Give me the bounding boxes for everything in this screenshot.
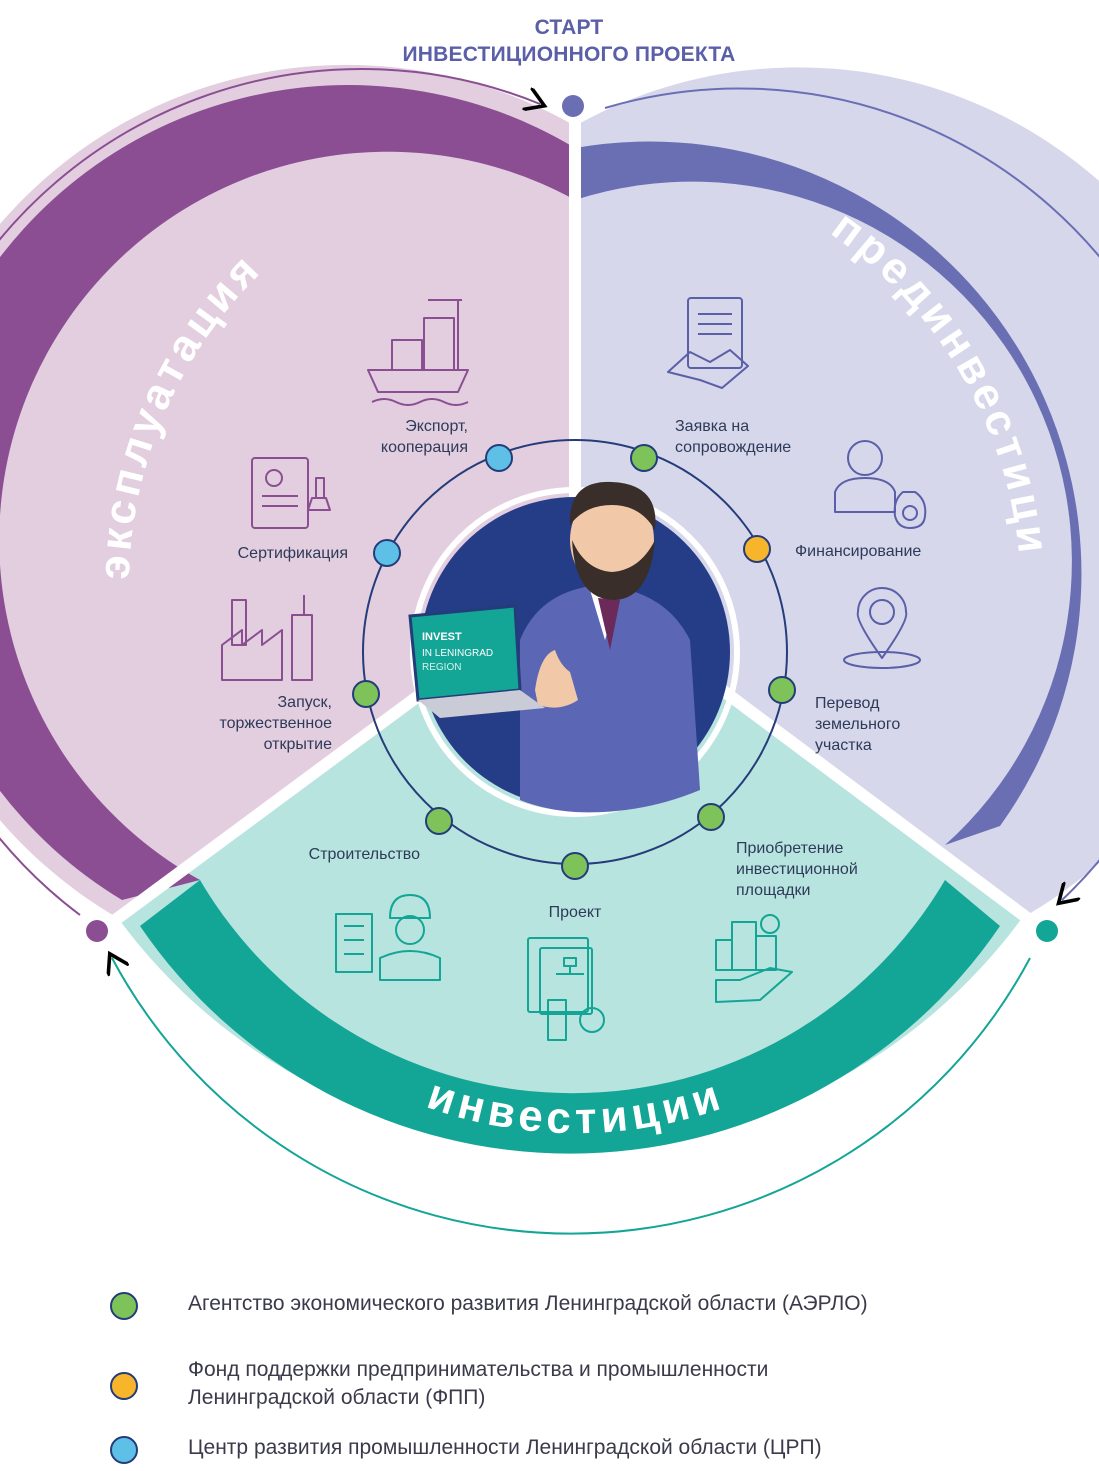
operation-sector-bg [0,64,575,918]
title-line-2: ИНВЕСТИЦИОННОГО ПРОЕКТА [402,43,736,66]
investor-money-bag-icon [834,440,927,529]
marker-application [630,444,658,472]
legend-dot-orange [110,1372,138,1400]
factory-launch-icon [221,595,313,681]
step-financing-label: Финансирование [795,543,922,560]
diagram-title: СТАРТ ИНВЕСТИЦИОННОГО ПРОЕКТА [0,14,1099,68]
step-site-acquisition-label: Приобретение инвестиционной площадки [736,840,858,899]
start-dot [562,95,584,117]
step-project-label: Проект [548,904,602,921]
operation-band [0,85,575,900]
phase-bands [0,85,1082,1154]
laptop-line-1: INVEST [422,631,462,643]
certificate-stamp-icon [251,457,331,529]
marker-export [485,444,513,472]
legend-dot-blue [110,1436,138,1464]
arrow-operation [0,67,540,916]
laptop-base [418,690,545,718]
advisor-beard [572,540,655,600]
arrow-investment [112,958,1031,1235]
step-export-label: Экспорт, кооперация [380,418,468,456]
legend-item: Центр развития промышленности Ленинградс… [110,1434,1068,1464]
step-launch-label: Запуск, торжественное открытие [219,694,332,753]
land-plot-pin-icon [843,587,921,669]
legend-dot-green [110,1292,138,1320]
advisor-thumb-hand [535,650,578,708]
advisor-suit [520,585,700,813]
laptop-line-2: IN LENINGRAD [422,648,493,659]
advisor-hair [569,481,656,530]
investment-band [140,880,1000,1154]
step-land-transfer-label: Перевод земельного участка [815,695,901,754]
blueprint-gear-icon [527,937,605,1041]
handshake-document-icon [667,297,749,389]
step-construction-label: Строительство [308,846,420,863]
legend-text-aerlo: Агентство экономического развития Ленинг… [188,1292,868,1315]
title-line-1: СТАРТ [534,16,604,39]
advisor-tie [598,598,620,650]
investment-site-icon [715,914,793,1003]
ring-markers [352,444,796,880]
export-ship-icon [367,299,469,406]
marker-financing [743,535,771,563]
legend-text-crp: Центр развития промышленности Ленинградс… [188,1436,822,1459]
legend-item: Фонд поддержки предпринимательства и про… [110,1356,1068,1412]
marker-land-transfer [768,676,796,704]
marker-project [561,852,589,880]
marker-launch [352,680,380,708]
construction-worker-icon [335,894,441,981]
laptop-line-3: REGION [422,662,461,673]
arrow-pre-investment [604,87,1099,900]
advisor-illustration: INVEST IN LENINGRAD REGION [408,481,740,817]
pre-investment-band [575,141,1082,845]
marker-site-acquisition [697,803,725,831]
cycle-arrows [0,67,1099,1235]
marker-construction [425,807,453,835]
legend-item: Агентство экономического развития Ленинг… [110,1290,1068,1320]
pre-investment-sector-bg [575,67,1099,918]
marker-certification [373,539,401,567]
investment-corner-dot [1036,920,1058,942]
legend-text-fpp: Фонд поддержки предпринимательства и про… [188,1358,769,1409]
step-application-label: Заявка на сопровождение [675,418,792,456]
operation-corner-dot [86,920,108,942]
step-certification-label: Сертификация [237,545,348,562]
